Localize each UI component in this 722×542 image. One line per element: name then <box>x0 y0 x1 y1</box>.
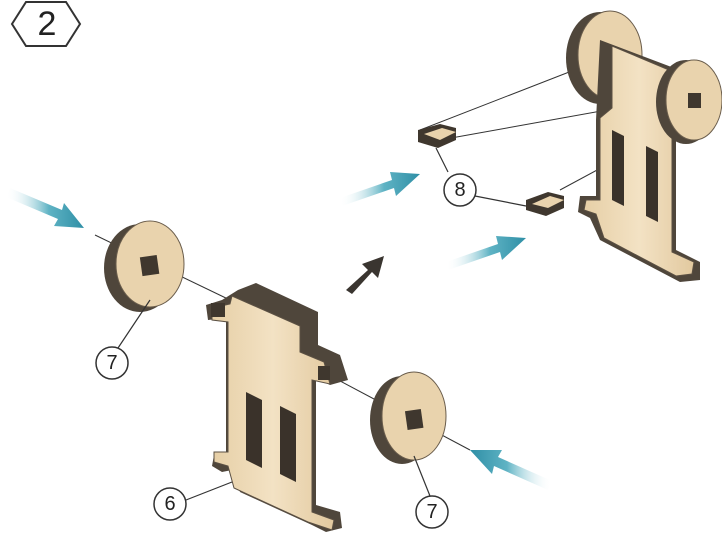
wheel-left <box>104 220 185 312</box>
step-badge: 2 <box>10 1 82 47</box>
wheel-right <box>370 371 447 464</box>
insert-arrow-icon <box>6 188 84 228</box>
svg-text:8: 8 <box>454 179 465 201</box>
svg-text:6: 6 <box>164 493 175 515</box>
assembled-frame <box>566 10 722 282</box>
callout-part-8: 8 <box>443 173 477 207</box>
svg-text:7: 7 <box>426 501 437 523</box>
callout-leaders <box>117 147 527 501</box>
step-number: 2 <box>38 5 57 43</box>
frame-part-6 <box>206 283 348 532</box>
transition-arrow-icon <box>346 256 384 294</box>
insert-arrow-icon <box>470 450 552 490</box>
peg-upper <box>418 124 456 148</box>
svg-text:7: 7 <box>106 352 117 374</box>
insert-arrow-icon <box>446 236 526 270</box>
insert-arrow-icon <box>340 172 420 206</box>
callout-part-6: 6 <box>153 487 187 521</box>
step-hexagon-icon <box>10 1 82 47</box>
callout-part-7-left: 7 <box>95 346 129 380</box>
peg-lower <box>526 192 564 216</box>
callout-part-7-right: 7 <box>415 495 449 529</box>
